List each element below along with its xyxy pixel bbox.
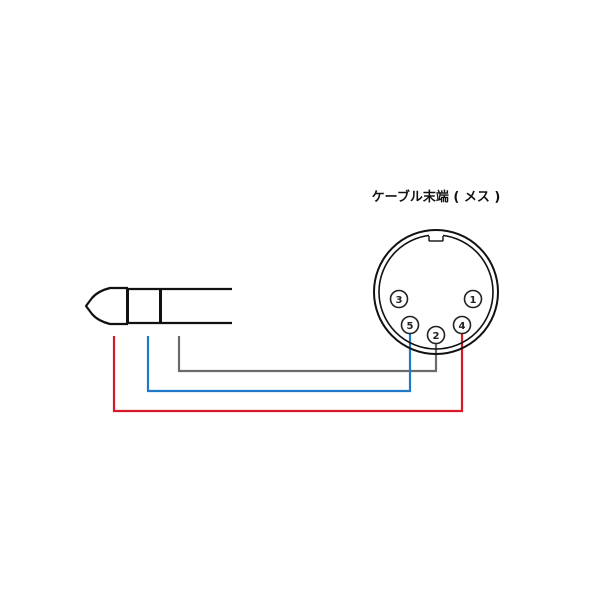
pin-3-circle [389, 289, 409, 309]
pin-5: 5 [400, 315, 420, 335]
jack-ring-segment [159, 288, 162, 324]
pin-1-label: 1 [470, 295, 477, 306]
pin-2: 2 [426, 325, 446, 345]
wires [112, 334, 464, 413]
din-connector: 1 2 3 4 5 [373, 229, 499, 355]
plug-tip-icon [84, 286, 128, 326]
jack-tip-segment [126, 288, 129, 324]
stereo-plug [84, 286, 232, 326]
pin-2-label: 2 [433, 331, 440, 342]
din-key-notch [429, 233, 443, 241]
pin-3-label: 3 [396, 295, 403, 306]
connector-label: ケーブル末端 ( メス ) [372, 189, 501, 205]
pin-3: 3 [389, 289, 409, 309]
pin-4-label: 4 [459, 321, 466, 332]
pin-1: 1 [463, 289, 483, 309]
pin-4-circle [452, 315, 472, 335]
pin-1-circle [463, 289, 483, 309]
red-wire [112, 334, 464, 413]
din-outer-ring [373, 229, 499, 355]
gray-wire [177, 336, 438, 373]
pin-5-circle [400, 315, 420, 335]
pin-5-label: 5 [407, 321, 414, 332]
pin-2-circle [426, 325, 446, 345]
pin-4: 4 [452, 315, 472, 335]
blue-wire [146, 334, 412, 393]
